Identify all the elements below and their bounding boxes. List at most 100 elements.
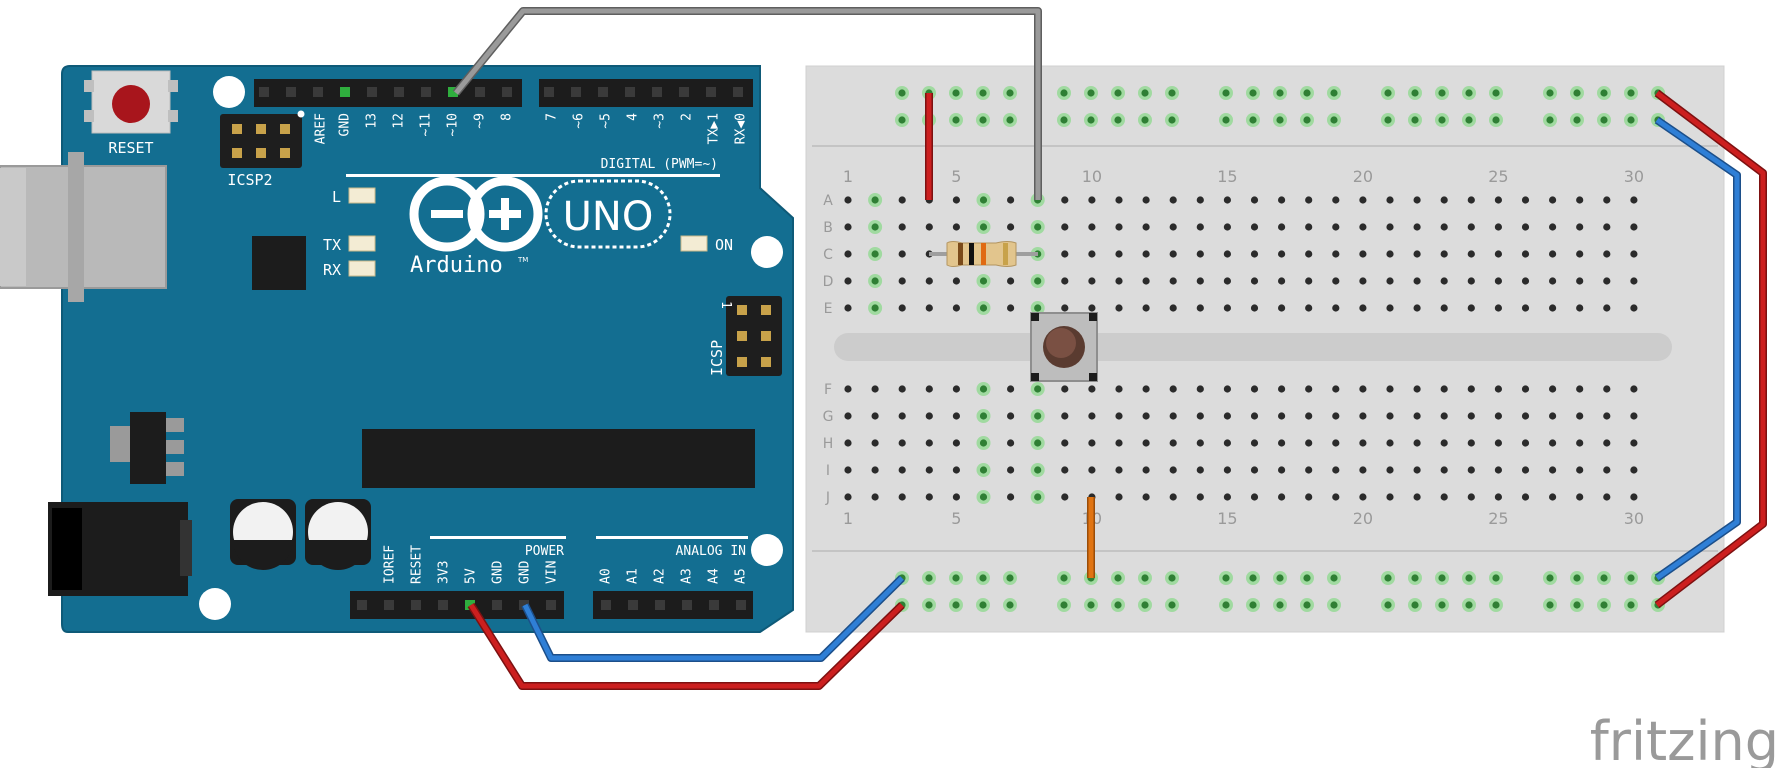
breadboard-hole: [1600, 601, 1608, 609]
breadboard-hole: [871, 223, 879, 231]
icsp2-header: [220, 110, 305, 168]
breadboard-hole: [1549, 277, 1557, 285]
breadboard-hole: [1007, 385, 1015, 393]
breadboard-hole: [1060, 601, 1068, 609]
reset-button[interactable]: [84, 70, 178, 134]
analog-pin-label: A1: [626, 568, 641, 584]
breadboard-hole: [1278, 493, 1286, 501]
breadboard-hole: [1115, 385, 1123, 393]
breadboard-hole: [1303, 116, 1311, 124]
breadboard-hole: [1440, 466, 1448, 474]
power-header-pin: [438, 600, 448, 610]
digital-pin-label: 8: [500, 113, 515, 121]
resistor[interactable]: [929, 241, 1038, 267]
wire-rail-bridge-blue[interactable]: [1654, 116, 1741, 582]
breadboard-hole: [1494, 223, 1502, 231]
breadboard-hole: [844, 412, 852, 420]
breadboard-hole: [1061, 250, 1069, 258]
breadboard-hole: [1196, 250, 1204, 258]
breadboard-hole: [844, 439, 852, 447]
breadboard-hole: [1413, 277, 1421, 285]
breadboard-hole: [1549, 466, 1557, 474]
digital-header-label: DIGITAL (PWM=~): [601, 157, 718, 172]
breadboard-hole: [844, 196, 852, 204]
breadboard-hole: [1034, 493, 1042, 501]
digital-pin-label: RX◀0: [734, 113, 749, 144]
breadboard-hole: [1413, 196, 1421, 204]
wire-5v-to-power-rail[interactable]: [467, 602, 905, 690]
breadboard-hole: [898, 439, 906, 447]
breadboard-hole: [1521, 277, 1530, 285]
breadboard-hole: [1169, 196, 1177, 204]
breadboard-hole: [1494, 493, 1502, 501]
wire-gnd-to-ground-rail[interactable]: [521, 575, 905, 662]
breadboard-hole: [1521, 493, 1530, 501]
breadboard-hole: [1196, 277, 1204, 285]
breadboard-hole: [1546, 116, 1554, 124]
breadboard-hole: [871, 277, 879, 285]
breadboard-hole: [1603, 412, 1611, 420]
breadboard-hole: [1142, 412, 1150, 420]
breadboard-hole: [1007, 412, 1015, 420]
breadboard-hole: [1223, 412, 1231, 420]
breadboard-hole: [1305, 250, 1313, 258]
breadboard-hole: [1276, 116, 1284, 124]
breadboard-hole: [979, 466, 988, 474]
breadboard-hole: [1060, 574, 1068, 582]
breadboard-hole: [1249, 601, 1257, 609]
breadboard-hole: [1630, 493, 1638, 501]
breadboard-hole: [1413, 385, 1421, 393]
mounting-hole: [751, 236, 783, 268]
breadboard-hole: [1630, 439, 1638, 447]
breadboard-column-number: 15: [1217, 167, 1237, 186]
breadboard-hole: [1521, 223, 1530, 231]
wire-digital-10-to-button[interactable]: [452, 7, 1042, 200]
breadboard-hole: [1359, 277, 1367, 285]
breadboard-hole: [1223, 385, 1231, 393]
power-pin-label: GND: [491, 560, 506, 584]
breadboard-hole: [1465, 116, 1473, 124]
digital-pin-label: 13: [365, 113, 380, 129]
breadboard-hole: [1169, 493, 1177, 501]
breadboard-hole: [1061, 466, 1069, 474]
breadboard-hole: [1169, 304, 1177, 312]
power-header-pin: [492, 600, 502, 610]
microcontroller-chip: [362, 429, 755, 488]
breadboard-hole: [1467, 385, 1475, 393]
power-pin-label: RESET: [410, 545, 425, 584]
breadboard-hole: [1521, 196, 1530, 204]
wire-rail-bridge-red[interactable]: [1654, 89, 1767, 609]
breadboard-hole: [1141, 89, 1149, 97]
breadboard-hole: [979, 277, 988, 285]
breadboard-hole: [1603, 223, 1611, 231]
breadboard-hole: [1115, 493, 1123, 501]
breadboard-hole: [925, 493, 933, 501]
breadboard-hole: [1222, 116, 1230, 124]
power-header-pin: [357, 600, 367, 610]
analog-pin-label: A5: [734, 568, 749, 584]
icsp2-label: ICSP2: [227, 171, 272, 189]
breadboard-hole: [1115, 196, 1123, 204]
breadboard-hole: [952, 196, 961, 204]
breadboard-hole: [1494, 439, 1502, 447]
breadboard-hole: [1603, 196, 1611, 204]
breadboard-hole: [1576, 277, 1584, 285]
breadboard-hole: [1168, 601, 1176, 609]
breadboard-hole: [979, 304, 988, 312]
capacitor: [305, 499, 371, 570]
digital-pin-label: ~9: [473, 113, 488, 129]
digital-pin-label: ~6: [572, 113, 587, 129]
breadboard-hole: [871, 385, 879, 393]
breadboard-hole: [1278, 250, 1286, 258]
breadboard-hole: [1278, 277, 1286, 285]
breadboard-hole: [1359, 250, 1367, 258]
digital-pin-label: ~10: [446, 113, 461, 136]
breadboard-hole: [871, 439, 879, 447]
push-button[interactable]: [1030, 312, 1098, 382]
breadboard-hole: [1521, 250, 1530, 258]
reset-label: RESET: [108, 139, 153, 157]
breadboard-hole: [1087, 601, 1095, 609]
breadboard-hole: [1088, 250, 1096, 258]
analog-header: [593, 591, 753, 619]
breadboard-hole: [1115, 277, 1123, 285]
